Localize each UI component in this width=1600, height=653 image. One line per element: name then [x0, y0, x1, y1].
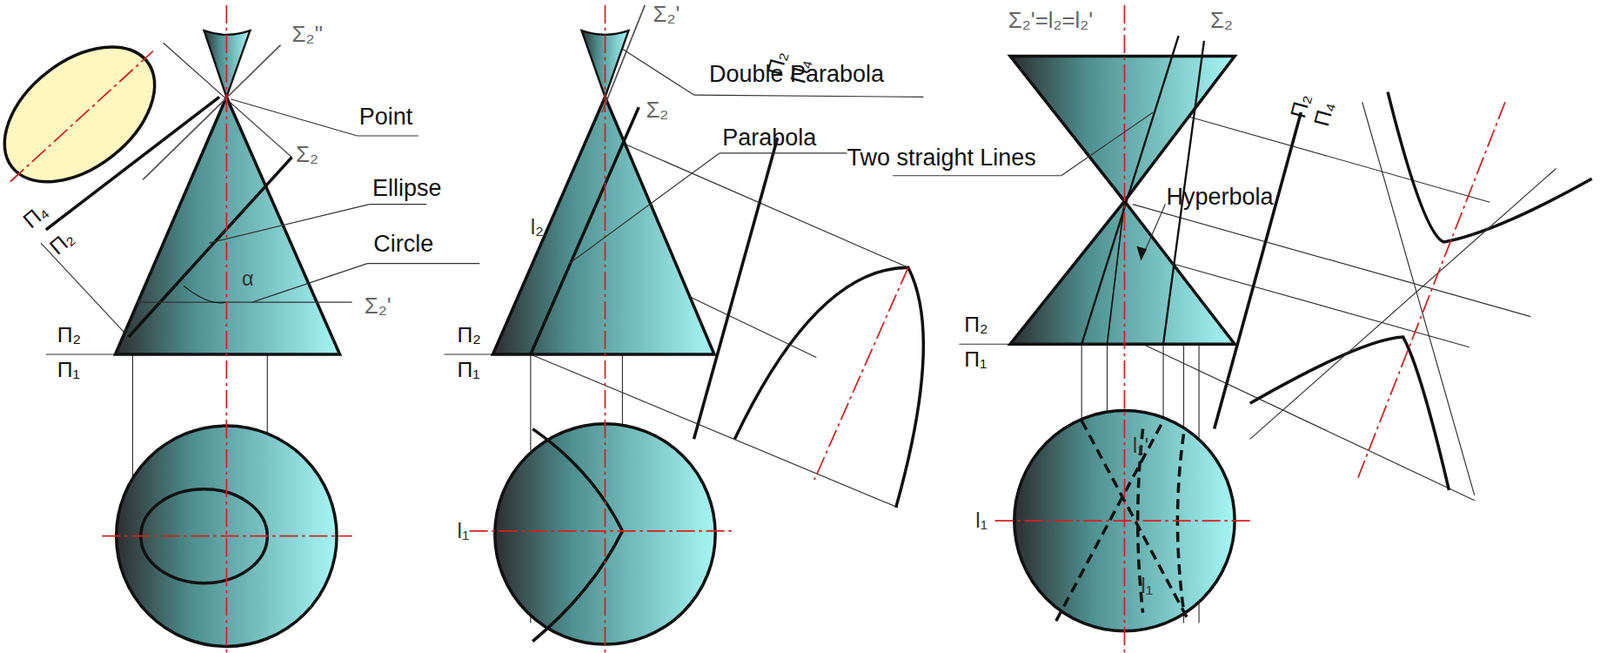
projection-plane-label: Π₁ — [57, 356, 81, 381]
projection-plane-label: Π₂ — [57, 322, 81, 347]
projection-plane-label: Π₁ — [964, 347, 987, 371]
projection-plane-label: Π₄ — [1309, 99, 1339, 129]
section-name: Ellipse — [372, 175, 442, 202]
section-name: Hyperbola — [1166, 183, 1274, 210]
line-label: l₁ — [975, 508, 988, 532]
section-name: Circle — [373, 230, 434, 257]
projection-plane-label: Π₂ — [964, 312, 988, 336]
projection-plane-label: Π₂ — [45, 225, 79, 259]
plane-label: Σ₂ — [645, 98, 669, 123]
plane-label: Σ₂'' — [291, 22, 323, 47]
line-label: l₁' — [1132, 432, 1149, 456]
section-name: Parabola — [722, 124, 817, 151]
line-label: l₂ — [530, 214, 544, 238]
projection-plane-label: Π₁ — [456, 356, 480, 381]
plane-label: Σ₂' — [364, 294, 392, 319]
plane-label: Σ₂' — [653, 1, 681, 27]
plane-label: Σ₂ — [295, 142, 319, 168]
line-label: l₁ — [456, 518, 469, 543]
line-label: l₁ — [1140, 573, 1153, 597]
section-name: Point — [359, 104, 414, 131]
plane-label: Σ₂ — [1210, 7, 1233, 33]
projection-plane-label: Π₂ — [456, 322, 481, 347]
section-name: Two straight Lines — [846, 145, 1036, 172]
plane-label: Σ₂'=l₂=l₂' — [1008, 7, 1093, 33]
angle-label: α — [241, 267, 255, 290]
